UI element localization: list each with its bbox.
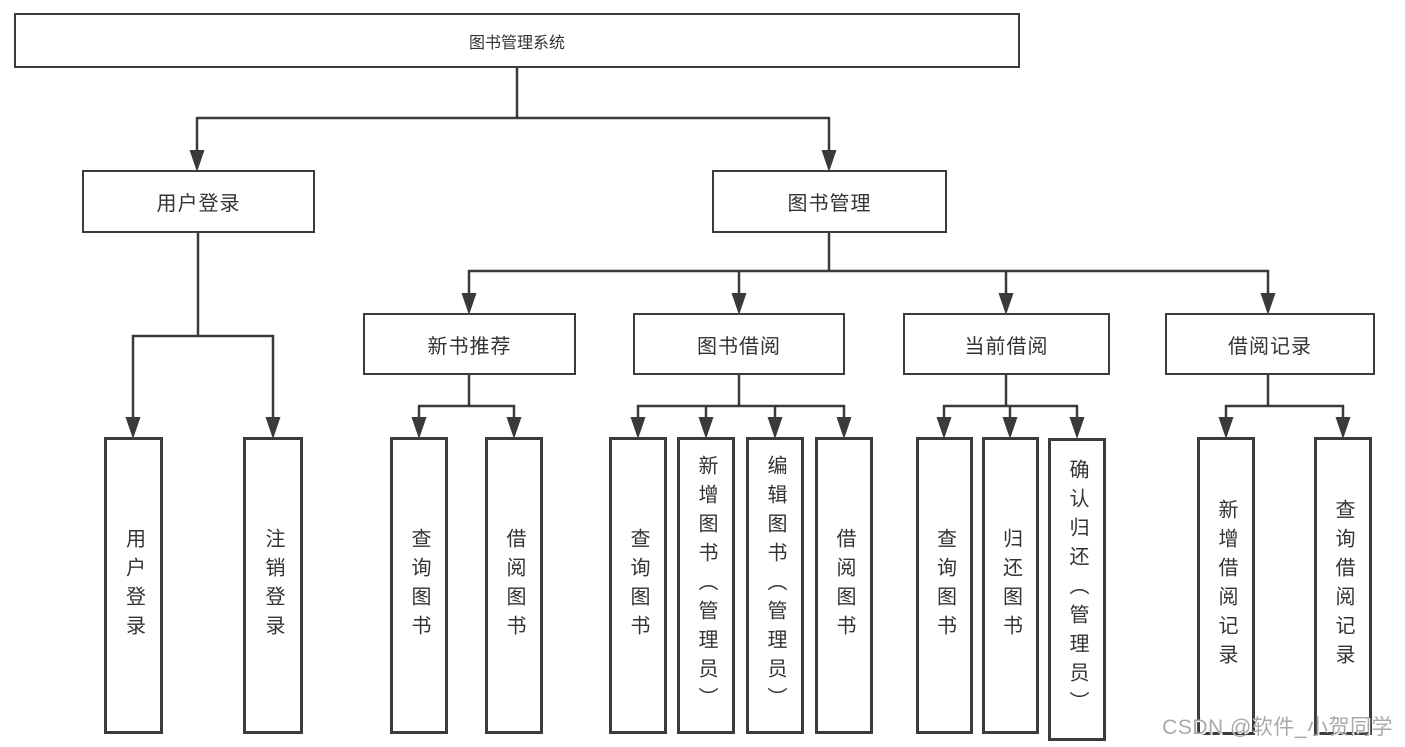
leaf-borrow-books: 借阅图书 (815, 437, 873, 734)
leaf-borrow-books-recommend: 借阅图书 (485, 437, 543, 734)
leaf-query-books-recommend: 查询图书 (390, 437, 448, 734)
node-book-borrow: 图书借阅 (633, 313, 845, 375)
leaf-query-books-borrow: 查询图书 (609, 437, 667, 734)
leaf-label: 注销登录 (262, 527, 284, 644)
node-current-borrow: 当前借阅 (903, 313, 1110, 375)
leaf-label: 归还图书 (999, 527, 1022, 644)
node-borrow-records: 借阅记录 (1165, 313, 1375, 375)
leaf-confirm-return-admin: 确认归还（管理员） (1048, 438, 1106, 741)
node-root-system: 图书管理系统 (14, 13, 1020, 68)
tree-edges (131, 68, 1345, 422)
arrowhead-icons (125, 150, 1351, 439)
node-label: 用户登录 (156, 193, 241, 215)
node-book-management-module: 图书管理 (712, 170, 947, 233)
csdn-watermark: CSDN @软件_小贺同学 (1162, 716, 1393, 739)
leaf-label: 查询图书 (627, 527, 649, 644)
node-label: 图书借阅 (697, 335, 781, 358)
leaf-label: 新增借阅记录 (1215, 499, 1237, 673)
leaf-label: 确认归还（管理员） (1066, 459, 1088, 720)
leaf-logout: 注销登录 (243, 437, 303, 734)
leaf-label: 查询借阅记录 (1332, 499, 1354, 673)
node-user-login-module: 用户登录 (82, 170, 315, 233)
leaf-add-books-admin: 新增图书（管理员） (677, 437, 735, 734)
leaf-label: 查询图书 (408, 527, 430, 644)
leaf-label: 编辑图书（管理员） (764, 455, 786, 716)
leaf-label: 借阅图书 (503, 527, 525, 644)
leaf-return-books: 归还图书 (982, 437, 1039, 734)
leaf-query-borrow-record: 查询借阅记录 (1314, 437, 1372, 735)
node-label: 新书推荐 (427, 335, 512, 358)
node-new-book-recommend: 新书推荐 (363, 313, 576, 375)
leaf-label: 用户登录 (122, 527, 145, 644)
leaf-label: 查询图书 (933, 527, 956, 644)
leaf-query-books-current: 查询图书 (916, 437, 973, 734)
leaf-label: 借阅图书 (833, 527, 855, 644)
node-label: 图书管理 (787, 193, 872, 215)
node-label: 当前借阅 (964, 335, 1049, 358)
leaf-label: 新增图书（管理员） (695, 455, 717, 716)
leaf-add-borrow-record: 新增借阅记录 (1197, 437, 1255, 735)
node-root-label: 图书管理系统 (468, 34, 565, 52)
node-label: 借阅记录 (1228, 335, 1312, 358)
leaf-user-login: 用户登录 (104, 437, 163, 734)
leaf-edit-books-admin: 编辑图书（管理员） (746, 437, 804, 734)
